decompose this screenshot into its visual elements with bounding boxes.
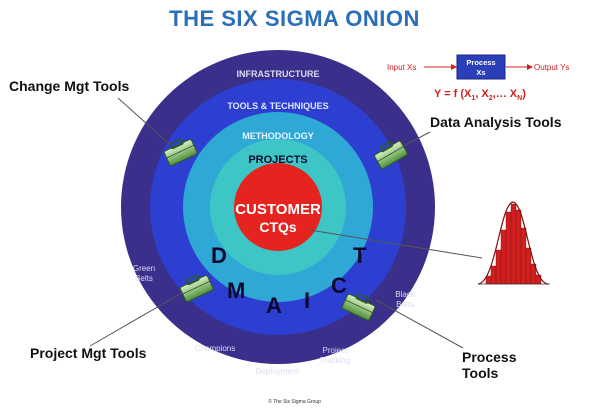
histogram-bar — [500, 229, 507, 285]
customer-core — [234, 163, 322, 251]
deployment-label: Deployment — [256, 367, 299, 376]
ctqs-label: CTQs — [259, 219, 297, 235]
green-belts-label-1: Green — [133, 264, 155, 273]
customer-label: CUSTOMER — [235, 201, 321, 218]
process-tools-callout-line1: Process — [462, 349, 517, 365]
process-flow-diagram: Input Xs Process Xs Output Ys Y = f (X1,… — [387, 54, 569, 102]
project-mgt-leader — [89, 289, 188, 347]
toolbox-icon — [163, 138, 198, 166]
change-mgt-tools-callout: Change Mgt Tools — [9, 78, 130, 94]
dmaic-i: I — [304, 288, 310, 313]
toolbox-icon — [374, 140, 408, 170]
histogram-bar — [525, 247, 532, 285]
bell-curve — [477, 201, 549, 285]
champions-label: Champions — [195, 344, 235, 353]
process-tools-callout-line2: Tools — [462, 365, 499, 381]
process-tools-leader — [375, 299, 464, 349]
process-tools-callout: Process Tools — [462, 349, 516, 381]
project-tracking-label-1: Project — [323, 346, 349, 355]
green-belts-label-2: Belts — [135, 274, 153, 283]
copyright-footer: © The Six Sigma Group — [268, 399, 321, 405]
histogram-bar — [505, 211, 512, 285]
process-box-label-2: Xs — [476, 68, 485, 77]
process-box-label-1: Process — [466, 58, 495, 67]
dmaic-t: T — [353, 243, 367, 268]
project-mgt-tools-callout: Project Mgt Tools — [30, 345, 147, 361]
histogram-bar — [510, 203, 517, 285]
process-box — [456, 54, 506, 80]
project-tracking-label-2: Tracking — [320, 356, 350, 365]
histogram-bar — [485, 275, 492, 285]
diagram-title: THE SIX SIGMA ONION — [169, 6, 420, 31]
dmaic-c: C — [331, 273, 347, 298]
histogram-bar — [520, 227, 527, 285]
histogram-bar — [535, 274, 542, 285]
dmaic-m: M — [227, 278, 245, 303]
toolbox-icon — [341, 293, 376, 321]
histogram-bar — [490, 265, 497, 285]
bell-curve-histogram-icon — [477, 201, 550, 285]
histogram-bar — [495, 249, 502, 285]
output-ys-label: Output Ys — [534, 63, 569, 72]
black-belts-label-1: Black — [395, 290, 416, 299]
input-xs-label: Input Xs — [387, 63, 416, 72]
dmaic-a: A — [266, 293, 282, 318]
dmaic-d: D — [211, 243, 227, 268]
histogram-bar — [515, 209, 522, 285]
formula-text: Y = f (X1, X2,… XN) — [434, 88, 526, 102]
change-mgt-leader — [117, 97, 179, 153]
ctq-histogram-leader — [309, 229, 483, 259]
toolbox-icon — [179, 274, 214, 302]
black-belts-label-2: Belts — [396, 300, 414, 309]
projects-label: PROJECTS — [248, 154, 307, 166]
infrastructure-label: INFRASTRUCTURE — [237, 69, 320, 79]
methodology-label: METHODOLOGY — [242, 131, 314, 141]
tools-techniques-label: TOOLS & TECHNIQUES — [227, 101, 328, 111]
data-analysis-tools-callout: Data Analysis Tools — [430, 114, 562, 130]
